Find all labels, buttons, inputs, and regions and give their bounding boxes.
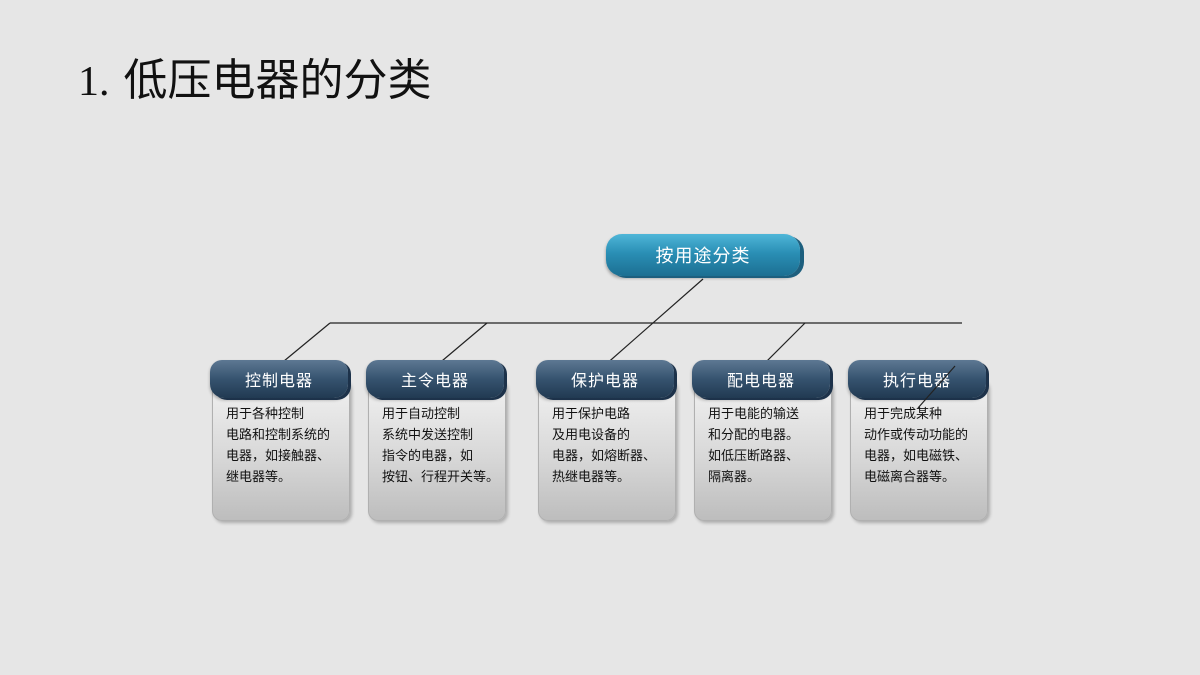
card-header: 配电电器 bbox=[692, 360, 830, 398]
card-description: 用于自动控制 系统中发送控制 指令的电器，如 按钮、行程开关等。 bbox=[382, 407, 500, 485]
card-protection: 保护电器 用于保护电路 及用电设备的 电器，如熔断器、 热继电器等。 bbox=[536, 360, 676, 521]
card-description: 用于完成某种 动作或传动功能的 电器，如电磁铁、 电磁离合器等。 bbox=[864, 407, 969, 485]
root-node: 按用途分类 bbox=[606, 234, 800, 276]
title-number: 1. bbox=[78, 59, 110, 105]
card-body bbox=[694, 378, 832, 521]
card-control: 控制电器 用于各种控制 电路和控制系统的 电器，如接触器、 继电器等。 bbox=[210, 360, 350, 521]
card-header: 保护电器 bbox=[536, 360, 674, 398]
card-header: 主令电器 bbox=[366, 360, 504, 398]
card-title: 配电电器 bbox=[726, 371, 795, 390]
card-description: 用于保护电路 及用电设备的 电器，如熔断器、 热继电器等。 bbox=[552, 407, 657, 485]
card-actuator: 执行电器 用于完成某种 动作或传动功能的 电器，如电磁铁、 电磁离合器等。 bbox=[848, 360, 988, 521]
branch-distribution bbox=[761, 322, 806, 367]
card-header: 执行电器 bbox=[848, 360, 986, 398]
card-command: 主令电器 用于自动控制 系统中发送控制 指令的电器，如 按钮、行程开关等。 bbox=[366, 360, 506, 521]
title-text: 低压电器的分类 bbox=[123, 55, 432, 106]
branch-control bbox=[277, 322, 331, 367]
root-label: 按用途分类 bbox=[655, 246, 751, 267]
card-title: 主令电器 bbox=[400, 371, 469, 390]
card-title: 执行电器 bbox=[882, 371, 951, 390]
card-title: 保护电器 bbox=[570, 371, 639, 390]
card-description: 用于电能的输送 和分配的电器。 如低压断路器、 隔离器。 bbox=[708, 407, 800, 485]
card-description: 用于各种控制 电路和控制系统的 电器，如接触器、 继电器等。 bbox=[226, 407, 331, 485]
card-distribution: 配电电器 用于电能的输送 和分配的电器。 如低压断路器、 隔离器。 bbox=[692, 360, 832, 521]
slide-title: 1. 低压电器的分类 bbox=[78, 44, 432, 108]
card-body bbox=[212, 378, 350, 521]
card-body bbox=[368, 378, 506, 521]
card-header: 控制电器 bbox=[210, 360, 348, 398]
card-title: 控制电器 bbox=[244, 371, 313, 390]
branch-command bbox=[435, 322, 488, 367]
